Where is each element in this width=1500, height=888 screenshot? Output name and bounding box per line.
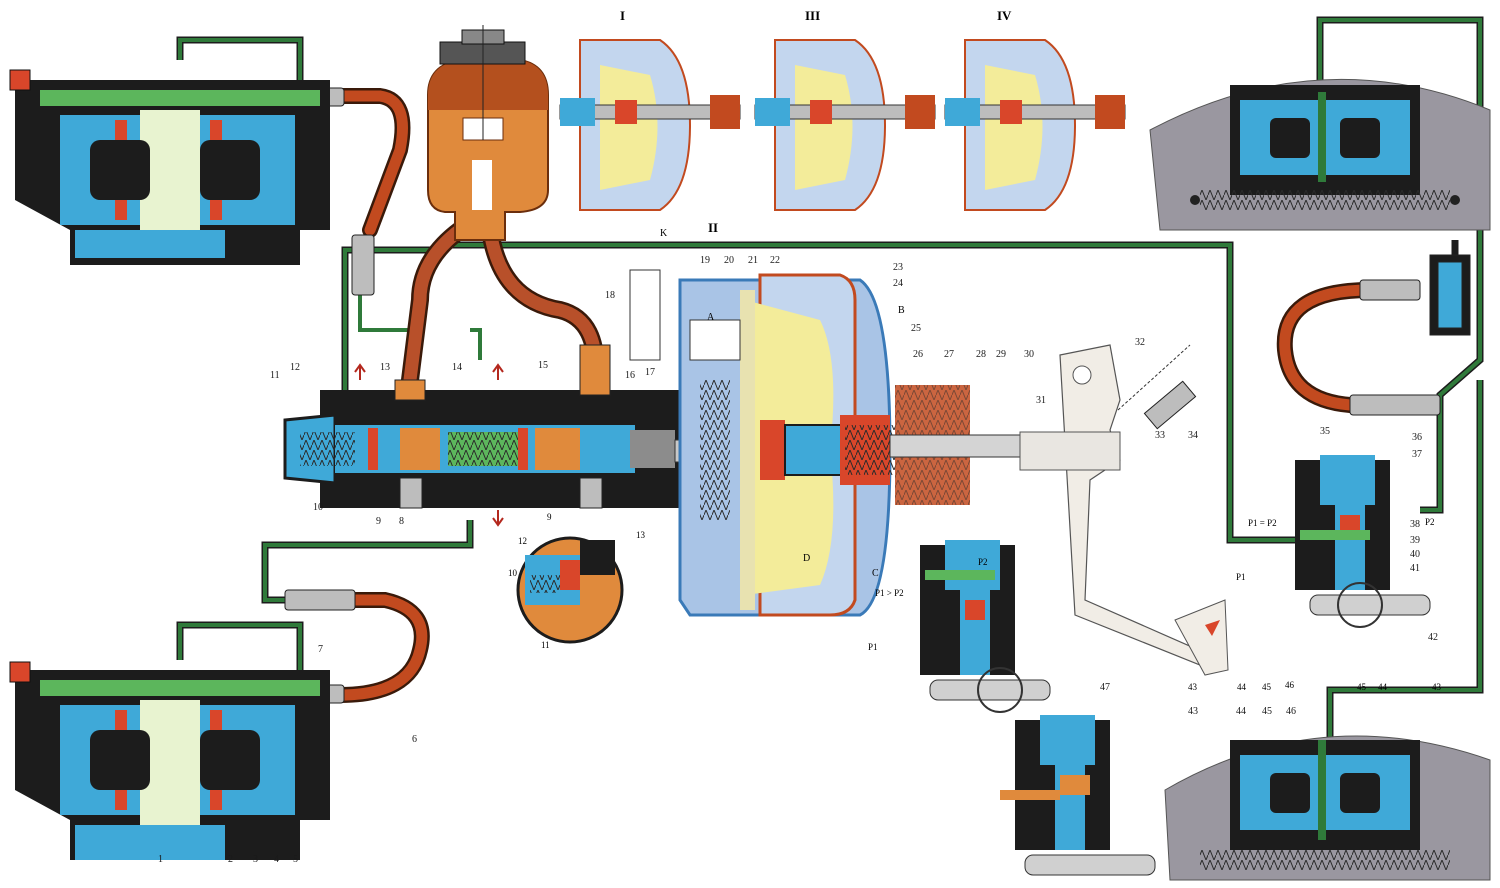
callout-35: 35 [1320, 426, 1330, 437]
callout-31: 31 [1036, 395, 1046, 406]
callout-30: 30 [1024, 349, 1034, 360]
callout-6: 6 [412, 734, 417, 745]
callout-38: 38 [1410, 519, 1420, 530]
rear-wheel-cylinder-bottom [1164, 735, 1491, 881]
callout-3: 3 [253, 854, 258, 865]
callout-10: 10 [313, 502, 323, 513]
front-caliper-bottom [9, 661, 330, 860]
callout-9: 9 [376, 516, 381, 527]
valve-detail-circle [516, 536, 624, 644]
master-cylinder [283, 344, 766, 527]
callout-23: 23 [893, 262, 903, 273]
callout-15: 15 [538, 360, 548, 371]
booster-inset-I [559, 39, 741, 211]
callout-44: 44 [1236, 706, 1246, 717]
callout-20: 20 [724, 255, 734, 266]
callout-2: 2 [228, 854, 233, 865]
callout-12: 12 [290, 362, 300, 373]
callout-18: 18 [605, 290, 615, 301]
callout-37: 37 [1412, 449, 1422, 460]
pressure-regulator-bottom [1000, 715, 1156, 876]
brake-hoses [322, 88, 1378, 703]
callout-21: 21 [748, 255, 758, 266]
callout-43: 43 [1188, 706, 1198, 717]
callout-34: 34 [1188, 430, 1198, 441]
callout-7: 7 [318, 644, 323, 655]
callout-17: 17 [645, 367, 655, 378]
callout-46: 46 [1286, 706, 1296, 717]
callout-1: 1 [158, 854, 163, 865]
callout-25: 25 [911, 323, 921, 334]
pressure-regulator-right [1295, 455, 1431, 628]
callout-22: 22 [770, 255, 780, 266]
callout-8: 8 [399, 516, 404, 527]
brake-pedal [1019, 344, 1229, 676]
callout-39: 39 [1410, 535, 1420, 546]
callout-36: 36 [1412, 432, 1422, 443]
callout-42: 42 [1428, 632, 1438, 643]
callout-26: 26 [913, 349, 923, 360]
callout-33: 33 [1155, 430, 1165, 441]
vacuum-booster [629, 269, 1031, 617]
callout-27: 27 [944, 349, 954, 360]
callout-40: 40 [1410, 549, 1420, 560]
callout-41: 41 [1410, 563, 1420, 574]
booster-inset-III [754, 39, 936, 211]
callout-29: 29 [996, 349, 1006, 360]
callout-11: 11 [270, 370, 280, 381]
callout-28: 28 [976, 349, 986, 360]
callout-5: 5 [293, 854, 298, 865]
booster-inset-IV [944, 39, 1126, 211]
callout-32: 32 [1135, 337, 1145, 348]
pressure-regulator-center [920, 540, 1051, 713]
callout-45: 45 [1262, 706, 1272, 717]
callout-13: 13 [380, 362, 390, 373]
callout-14: 14 [452, 362, 462, 373]
fluid-reservoir [427, 25, 549, 241]
callout-24: 24 [893, 278, 903, 289]
callout-47: 47 [1100, 682, 1110, 693]
callout-4: 4 [274, 854, 279, 865]
rear-wheel-cylinder-top [1149, 78, 1491, 231]
callout-16: 16 [625, 370, 635, 381]
callout-19: 19 [700, 255, 710, 266]
front-caliper-top [9, 69, 330, 265]
